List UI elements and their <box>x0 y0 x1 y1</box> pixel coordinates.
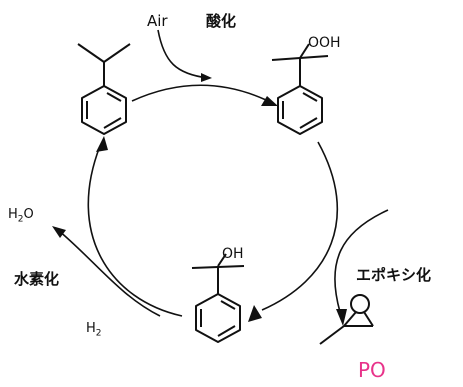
water-label: H2O <box>8 207 34 225</box>
air-label: Air <box>147 12 168 30</box>
propylene-oxide-structure-icon <box>319 294 374 345</box>
hydrogenation-cycle-arrow <box>87 145 183 317</box>
propylene-oxide-label: PO <box>358 358 386 382</box>
cumene-hydroperoxide-structure-icon <box>271 43 329 135</box>
hydrogen-feed-arrow <box>57 229 161 317</box>
alcohol-group-label: OH <box>222 246 244 262</box>
water-arrowhead <box>52 226 66 238</box>
oxidation-cycle-arrow <box>131 84 267 102</box>
cumene-structure-icon <box>77 43 131 135</box>
oxidation-arrowhead <box>261 96 278 106</box>
epoxidation-arrowhead <box>248 305 262 322</box>
hydrogenation-arrowhead <box>96 136 108 152</box>
hydrogen-label: H2 <box>86 321 102 339</box>
cumyl-alcohol-structure-icon <box>191 253 245 343</box>
hydroperoxide-group-label: OOH <box>308 35 341 51</box>
hydrogenation-label: 水素化 <box>14 270 60 288</box>
propylene-oxide-branch-arrow <box>334 209 389 313</box>
oxidation-label: 酸化 <box>206 12 237 30</box>
air-feed-arrow <box>157 29 209 79</box>
propylene-oxide-branch-arrowhead <box>336 309 347 326</box>
epoxidation-cycle-arrow <box>261 141 339 311</box>
air-feed-arrowhead <box>201 73 212 82</box>
epoxidation-label: エポキシ化 <box>356 266 432 284</box>
